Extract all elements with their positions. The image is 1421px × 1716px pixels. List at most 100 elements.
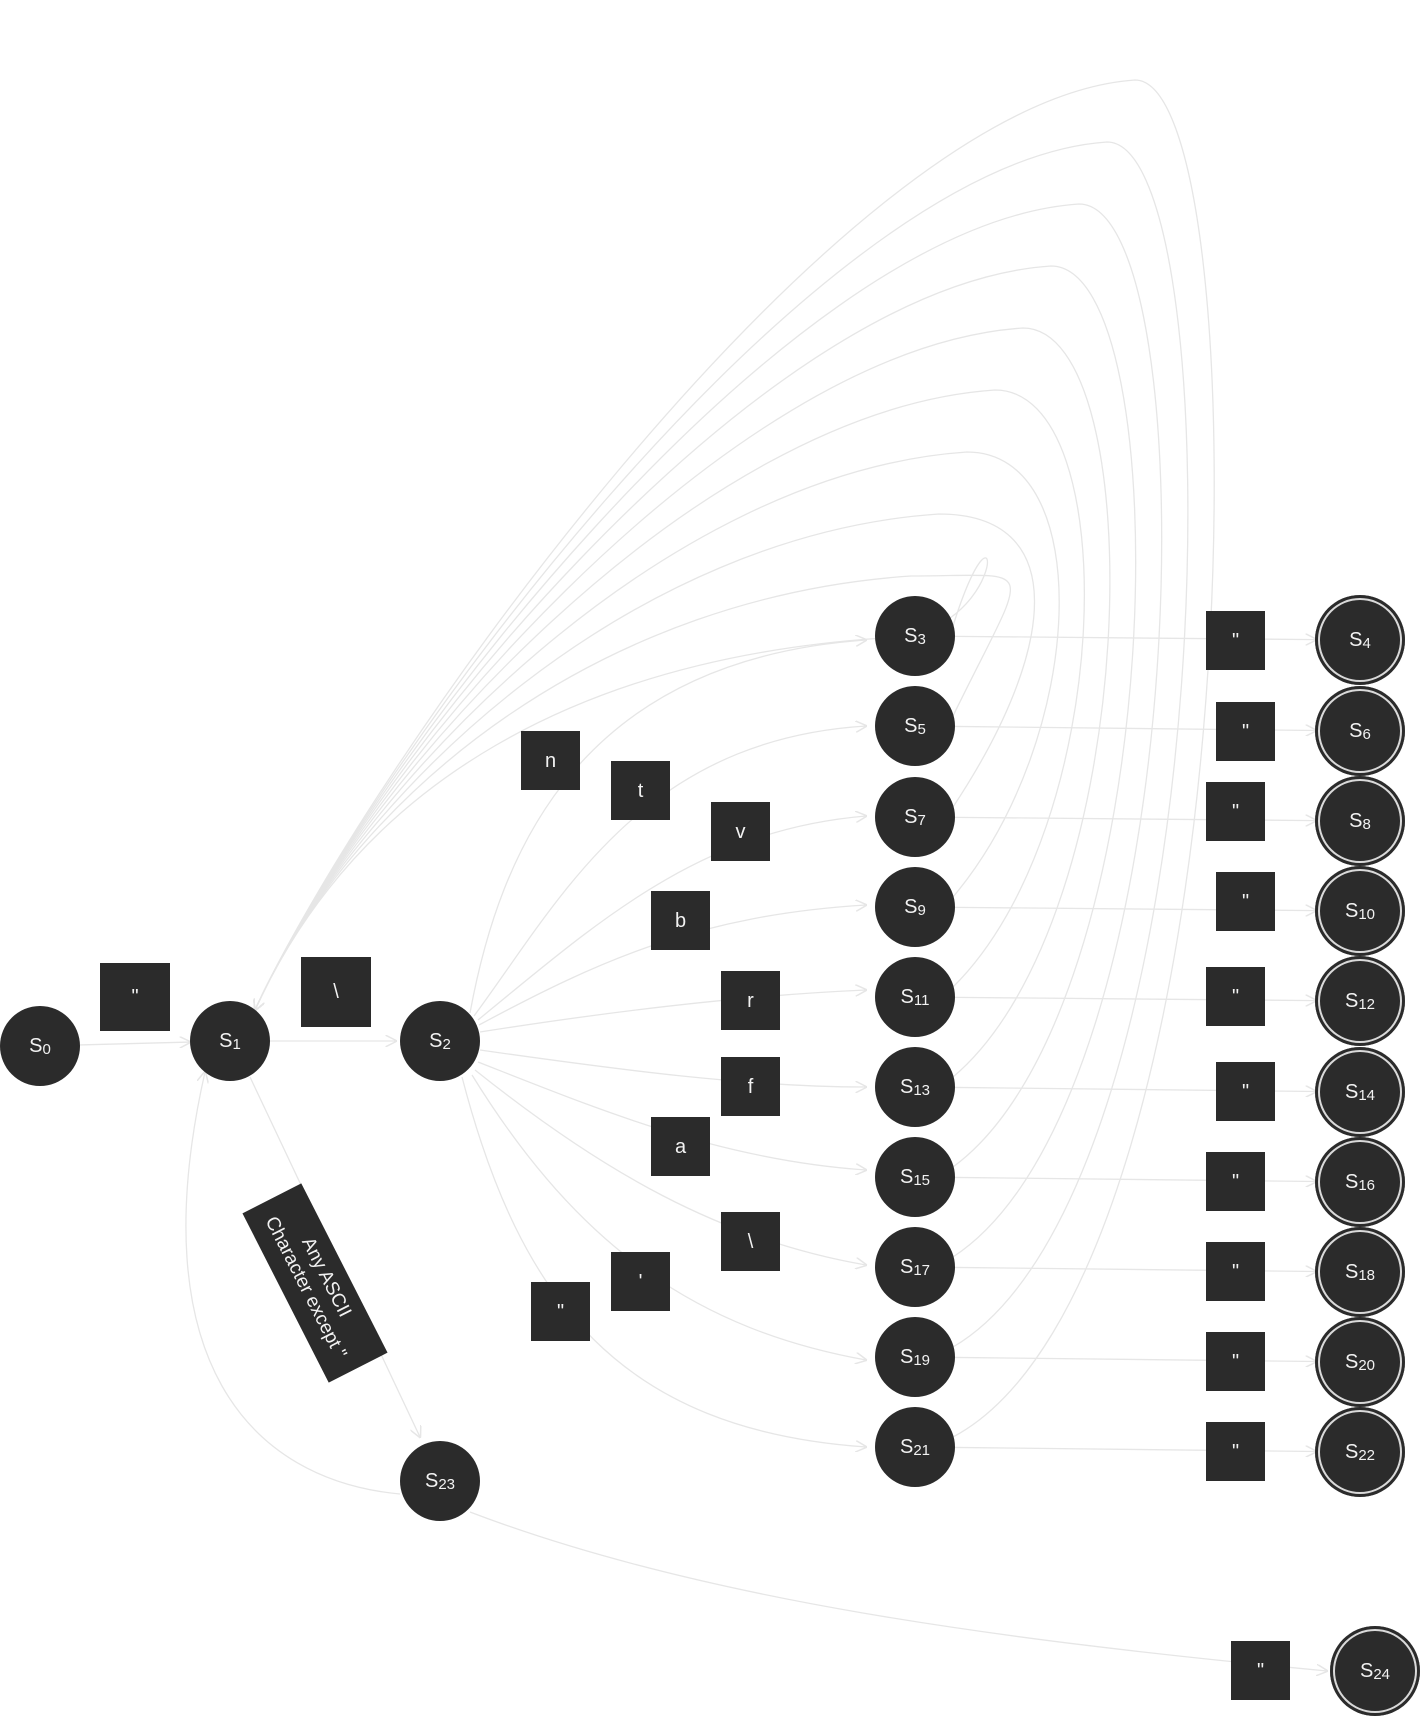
state-name: S	[899, 1255, 914, 1278]
state-name: S	[1344, 1080, 1359, 1103]
state-index: 15	[913, 1171, 931, 1189]
state-name: S	[1344, 899, 1359, 922]
state-index: 21	[913, 1441, 931, 1459]
edge-s21-to-s1	[255, 79, 1215, 1438]
edge-s2-to-s3	[469, 640, 866, 1014]
state-index: 13	[913, 1081, 931, 1099]
state-index: 22	[1358, 1446, 1376, 1464]
state-name: S	[1349, 809, 1363, 832]
edge-s2-to-s7	[477, 816, 866, 1021]
state-name: S	[429, 1029, 443, 1052]
transition-label-t3: t	[611, 761, 670, 820]
state-name: S	[904, 624, 918, 647]
state-index: 9	[917, 901, 926, 919]
edge-s2-to-s21	[461, 1076, 866, 1447]
state-index: 3	[917, 630, 926, 648]
transition-label-t21: "	[1206, 1422, 1265, 1481]
transition-label-t8: a	[651, 1117, 710, 1176]
transition-label-t7: f	[721, 1057, 780, 1116]
transition-label-t2: n	[521, 731, 580, 790]
state-name: S	[899, 1345, 914, 1368]
transition-label-t13: "	[1216, 702, 1275, 761]
state-index: 19	[913, 1351, 931, 1369]
state-index: 23	[438, 1475, 456, 1493]
transition-label-t16: "	[1206, 967, 1265, 1026]
edge-s9-to-s1	[255, 451, 1060, 1010]
edge-s19-to-s1	[255, 141, 1189, 1348]
edge-s2-to-s13	[479, 1049, 866, 1087]
state-index: 7	[917, 811, 926, 829]
transition-label-t20: "	[1206, 1332, 1265, 1391]
transition-label-t23: "	[1231, 1641, 1290, 1700]
transition-label-t17: "	[1216, 1062, 1275, 1121]
edge-s5-to-s1	[255, 574, 1012, 1010]
state-name: S	[904, 895, 918, 918]
edge-s2-to-s5	[473, 726, 866, 1017]
state-index: 4	[1362, 634, 1371, 652]
state-index: 0	[42, 1040, 51, 1058]
state-index: 10	[1358, 905, 1376, 923]
state-index: 8	[1362, 815, 1371, 833]
state-index: 18	[1358, 1266, 1376, 1284]
state-name: S	[899, 1435, 914, 1458]
state-name: S	[900, 985, 914, 1008]
state-name: S	[29, 1034, 43, 1057]
transition-label-t10: '	[611, 1252, 670, 1311]
edge-s11-to-s1	[255, 389, 1085, 1010]
state-name: S	[1344, 989, 1359, 1012]
state-index: 24	[1373, 1665, 1391, 1683]
edge-s7-to-s1	[255, 513, 1036, 1010]
transition-label-t18: "	[1206, 1152, 1265, 1211]
state-name: S	[899, 1165, 914, 1188]
state-name: S	[1359, 1659, 1374, 1682]
state-name: S	[1344, 1440, 1359, 1463]
edge-s2-to-s11	[479, 990, 866, 1033]
state-index: 14	[1358, 1086, 1376, 1104]
edge-s13-to-s1	[255, 327, 1111, 1078]
transition-label-t0: "	[100, 963, 170, 1031]
state-name: S	[219, 1029, 233, 1052]
state-name: S	[1349, 628, 1363, 651]
state-index: 1	[232, 1035, 241, 1053]
transition-label-t15: "	[1216, 872, 1275, 931]
state-index: 5	[917, 720, 926, 738]
state-index: 20	[1358, 1356, 1376, 1374]
state-index: 2	[442, 1035, 451, 1053]
transition-label-t5: b	[651, 891, 710, 950]
edge-s23-to-s24	[469, 1511, 1327, 1671]
transition-label-t19: "	[1206, 1242, 1265, 1301]
state-name: S	[1344, 1260, 1359, 1283]
state-index: 12	[1358, 995, 1376, 1013]
state-name: S	[899, 1075, 914, 1098]
state-index: 17	[913, 1261, 931, 1279]
state-index: 11	[913, 991, 930, 1009]
transition-label-t12: "	[1206, 611, 1265, 670]
state-name: S	[904, 714, 918, 737]
state-name: S	[1349, 719, 1363, 742]
state-index: 16	[1358, 1176, 1376, 1194]
edge-s23-to-s1	[185, 1072, 401, 1495]
edge-s2-to-s17	[474, 1069, 866, 1265]
transition-label-t9: \	[721, 1212, 780, 1271]
edge-s15-to-s1	[255, 265, 1137, 1168]
state-name: S	[424, 1469, 439, 1492]
